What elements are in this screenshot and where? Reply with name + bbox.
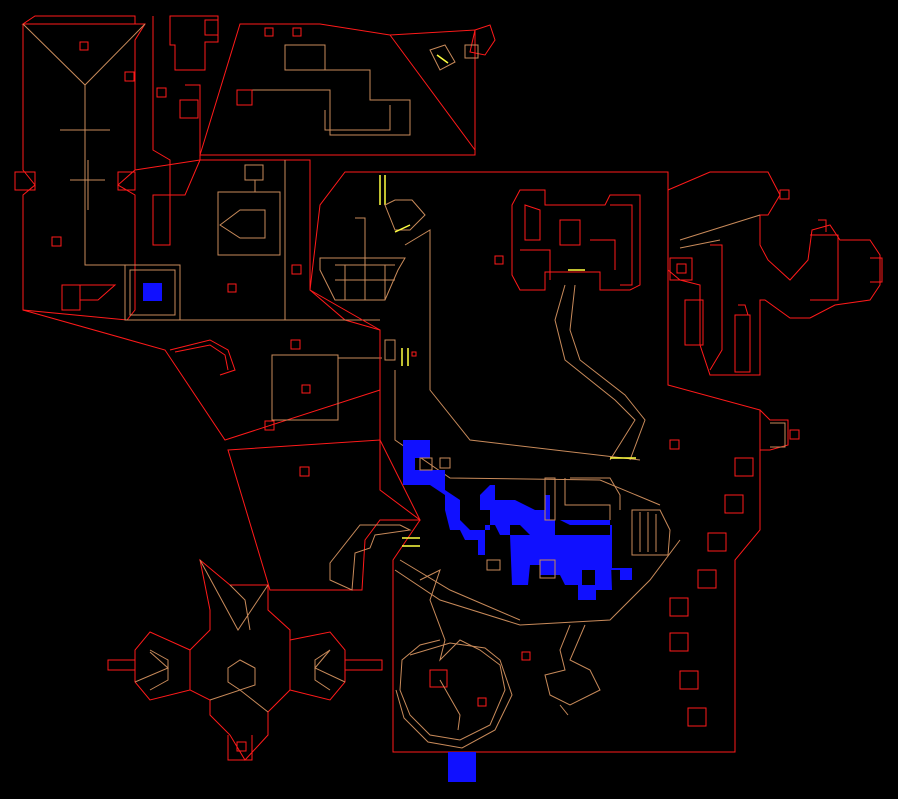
center-grid-room bbox=[299, 171, 761, 753]
northeast-castle-room bbox=[511, 189, 646, 461]
nw-corridors bbox=[152, 15, 219, 246]
central-pool bbox=[402, 440, 671, 600]
east-wing bbox=[667, 171, 883, 727]
central-west-rooms bbox=[22, 159, 382, 441]
south-cave bbox=[394, 539, 681, 782]
southwest-star-room bbox=[107, 439, 421, 761]
northwest-wing bbox=[14, 15, 146, 321]
top-center-hall bbox=[199, 23, 496, 156]
